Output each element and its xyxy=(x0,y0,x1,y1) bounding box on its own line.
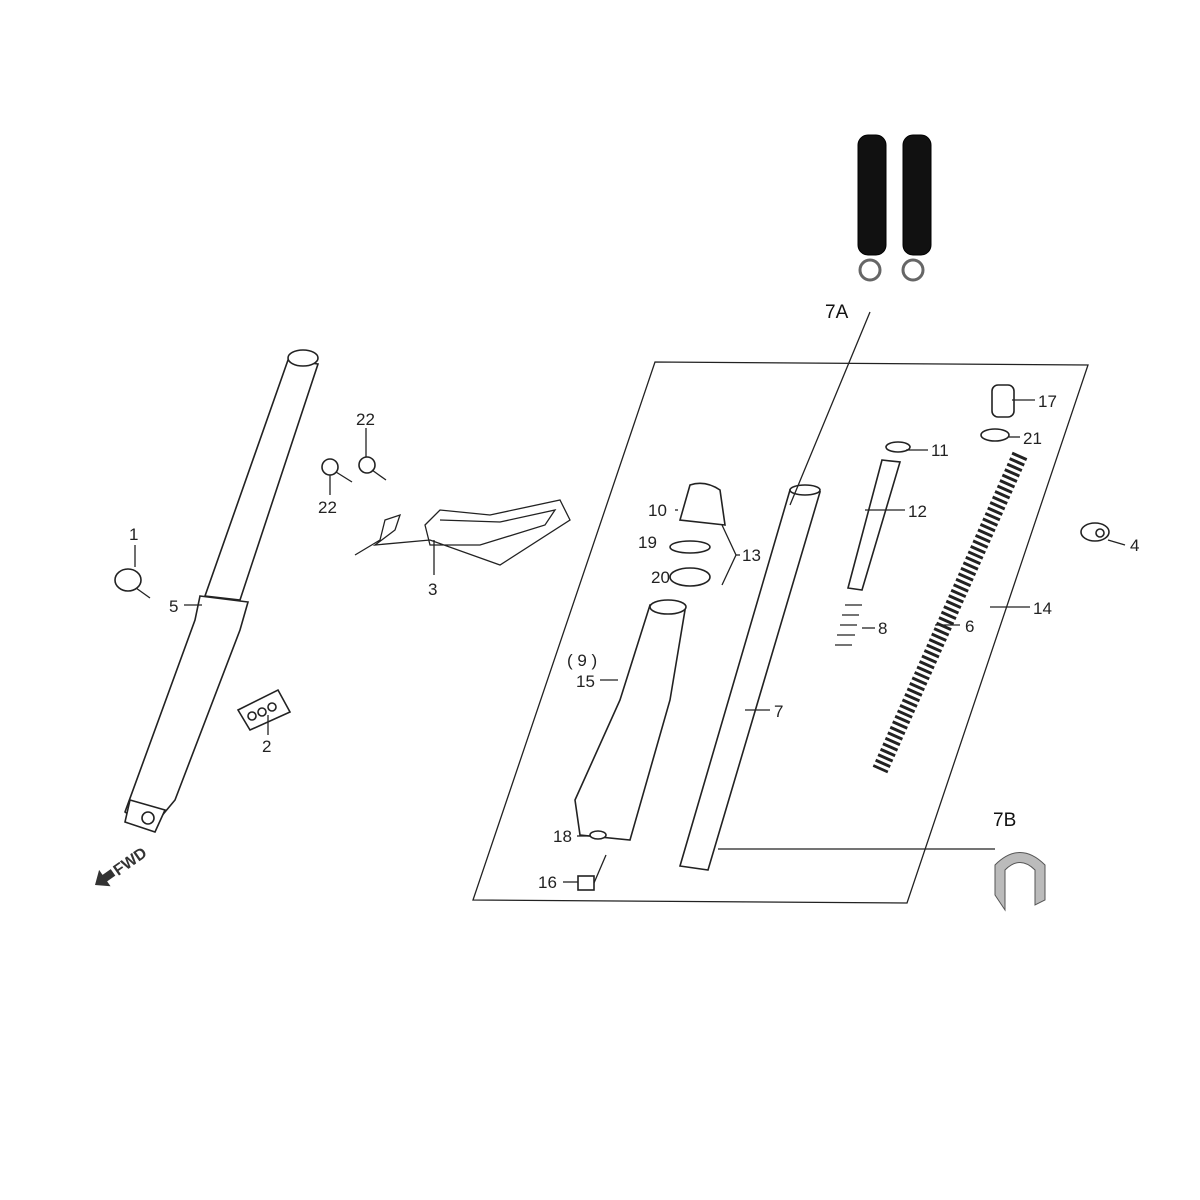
cap-part-1 xyxy=(114,568,151,599)
leader-lines xyxy=(134,311,1126,883)
label-9: ( 9 ) xyxy=(567,651,597,670)
label-1: 1 xyxy=(129,525,138,544)
label-7: 7 xyxy=(774,702,783,721)
oring-part-21 xyxy=(980,428,1010,442)
wire-clip-part-3 xyxy=(354,499,571,566)
fwd-label: FWD xyxy=(111,845,151,880)
spring-part-6 xyxy=(872,451,1028,774)
label-22-bottom: 22 xyxy=(318,498,337,517)
spring-part-8 xyxy=(835,604,862,646)
label-14: 14 xyxy=(1033,599,1052,618)
label-19: 19 xyxy=(638,533,657,552)
label-3: 3 xyxy=(428,580,437,599)
label-8: 8 xyxy=(878,619,887,638)
label-11: 11 xyxy=(931,441,949,460)
fwd-marker: FWD xyxy=(95,845,151,887)
damper-rod-part-12 xyxy=(846,459,902,591)
label-15: 15 xyxy=(576,672,595,691)
label-21: 21 xyxy=(1023,429,1042,448)
fork-boots-7a xyxy=(857,134,932,282)
label-7a: 7A xyxy=(825,302,849,323)
label-16: 16 xyxy=(538,873,557,892)
clamp-part-4 xyxy=(1080,522,1110,542)
label-5: 5 xyxy=(169,597,178,616)
seal-parts-10-19-20 xyxy=(669,482,726,587)
label-7b: 7B xyxy=(993,810,1016,831)
bracket-part-2 xyxy=(236,688,292,732)
label-13: 13 xyxy=(742,546,761,565)
fork-guard-7b xyxy=(994,852,1046,912)
label-4: 4 xyxy=(1130,536,1139,555)
ring-part-11 xyxy=(885,441,911,453)
fork-leg-assembly xyxy=(124,349,320,833)
assembly-frame xyxy=(472,361,1089,904)
fork-slider-part-15 xyxy=(574,599,687,841)
label-20: 20 xyxy=(651,568,670,587)
cap-bolt-part-17 xyxy=(991,384,1015,418)
label-10: 10 xyxy=(648,501,667,520)
label-6: 6 xyxy=(965,617,974,636)
bolt-parts-16-18 xyxy=(577,830,607,891)
arrow-down-left-icon xyxy=(95,869,116,887)
label-18: 18 xyxy=(553,827,572,846)
label-22-top: 22 xyxy=(356,410,375,429)
label-17: 17 xyxy=(1038,392,1057,411)
bolts-part-22 xyxy=(321,456,387,483)
label-12: 12 xyxy=(908,502,927,521)
label-2: 2 xyxy=(262,737,271,756)
